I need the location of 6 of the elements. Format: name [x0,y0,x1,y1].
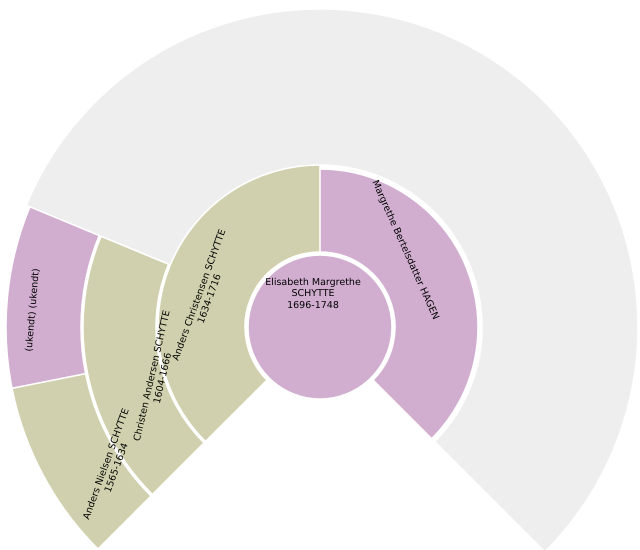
center-circle [247,254,393,400]
person-name: Elisabeth Margrethe SCHYTTE [265,276,361,300]
person-name: (ukendt) (ukendt) [24,268,42,352]
life-dates: 1696-1748 [287,300,339,312]
empty-fan-segment [26,9,638,550]
fan-segment [6,206,100,389]
